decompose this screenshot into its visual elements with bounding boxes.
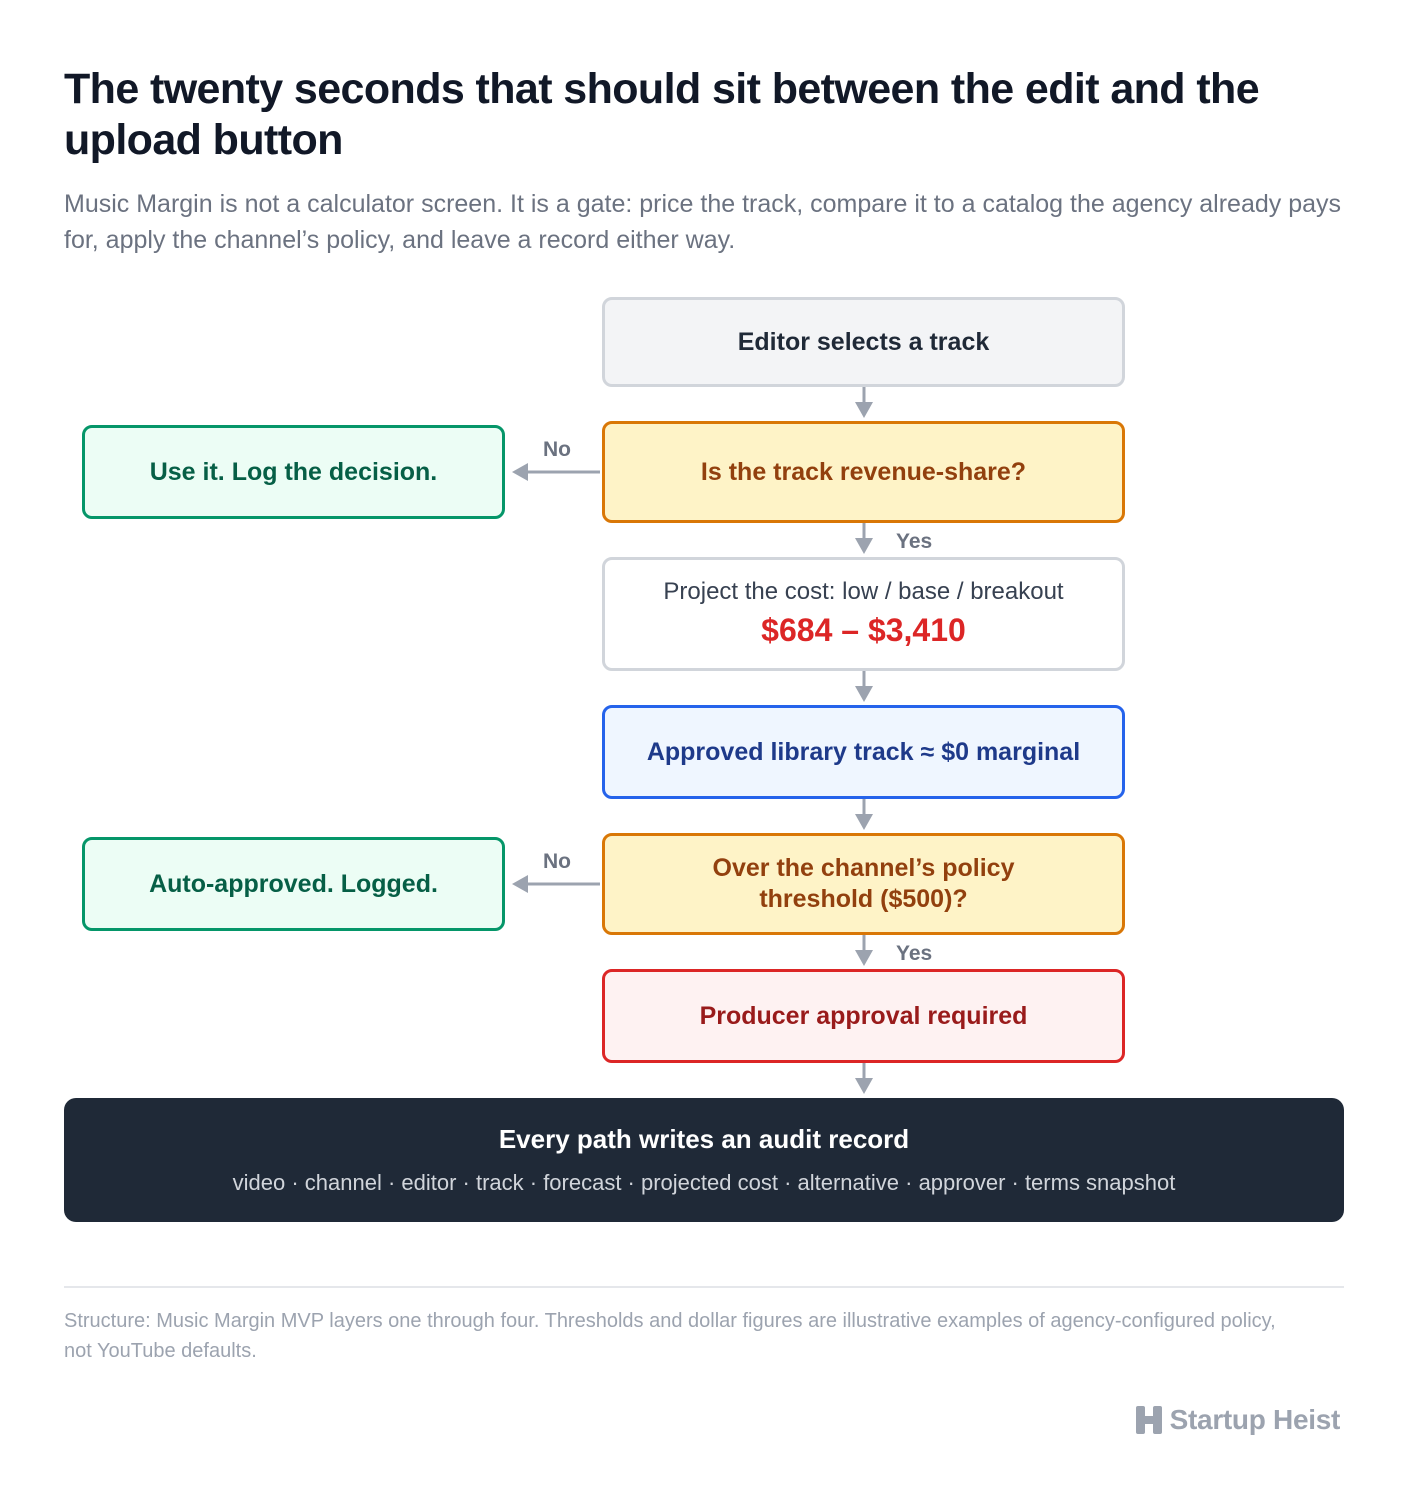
page-title: The twenty seconds that should sit betwe… bbox=[64, 65, 1260, 164]
node-label: Editor selects a track bbox=[737, 327, 990, 356]
page-subtitle: Music Margin is not a calculator screen.… bbox=[64, 190, 1342, 254]
node-library-track: Approved library track ≈ $0 marginal bbox=[602, 705, 1125, 799]
arrowhead-7 bbox=[855, 950, 873, 966]
arrowhead-4 bbox=[855, 686, 873, 702]
node-label: Producer approval required bbox=[699, 1001, 1028, 1030]
cost-range: $684 – $3,410 bbox=[761, 612, 966, 648]
decision-revenue-share: Is the track revenue-share? bbox=[602, 421, 1125, 523]
node-use-it: Use it. Log the decision. bbox=[82, 425, 505, 519]
node-producer-approval: Producer approval required bbox=[602, 969, 1125, 1063]
decision-label-line1: Over the channel’s policy bbox=[712, 854, 1015, 882]
arrowhead-2 bbox=[512, 463, 528, 481]
edge-label-yes-2: Yes bbox=[896, 942, 933, 965]
audit-title: Every path writes an audit record bbox=[498, 1124, 910, 1154]
arrowhead-3 bbox=[855, 538, 873, 554]
decision-label-line2: threshold ($500)? bbox=[759, 885, 968, 913]
node-auto-approved: Auto-approved. Logged. bbox=[82, 837, 505, 931]
footer-divider bbox=[64, 1286, 1344, 1288]
node-label: Use it. Log the decision. bbox=[149, 457, 438, 486]
node-label: Auto-approved. Logged. bbox=[149, 869, 438, 898]
edge-label-no-2: No bbox=[543, 850, 571, 873]
edge-label-yes-1: Yes bbox=[896, 530, 933, 553]
brand-name: Startup Heist bbox=[1169, 1404, 1341, 1435]
node-editor-selects-track: Editor selects a track bbox=[602, 297, 1125, 387]
decision-policy-threshold: Over the channel’s policy threshold ($50… bbox=[602, 833, 1125, 935]
node-label: Approved library track ≈ $0 marginal bbox=[646, 737, 1081, 766]
audit-fields: video · channel · editor · track · forec… bbox=[232, 1170, 1176, 1195]
footnote: Structure: Music Margin MVP layers one t… bbox=[64, 1310, 1276, 1362]
decision-label: Is the track revenue-share? bbox=[700, 457, 1027, 486]
arrowhead-8 bbox=[855, 1078, 873, 1094]
h-logo-icon bbox=[1135, 1406, 1162, 1434]
cost-label: Project the cost: low / base / breakout bbox=[663, 578, 1064, 605]
audit-record-panel: Every path writes an audit record video … bbox=[64, 1098, 1344, 1222]
arrowhead-6 bbox=[512, 875, 528, 893]
brand-logo: Startup Heist bbox=[1135, 1402, 1341, 1438]
edge-label-no-1: No bbox=[543, 438, 571, 461]
arrowhead-1 bbox=[855, 402, 873, 418]
node-project-cost: Project the cost: low / base / breakout … bbox=[602, 557, 1125, 671]
arrowhead-5 bbox=[855, 814, 873, 830]
